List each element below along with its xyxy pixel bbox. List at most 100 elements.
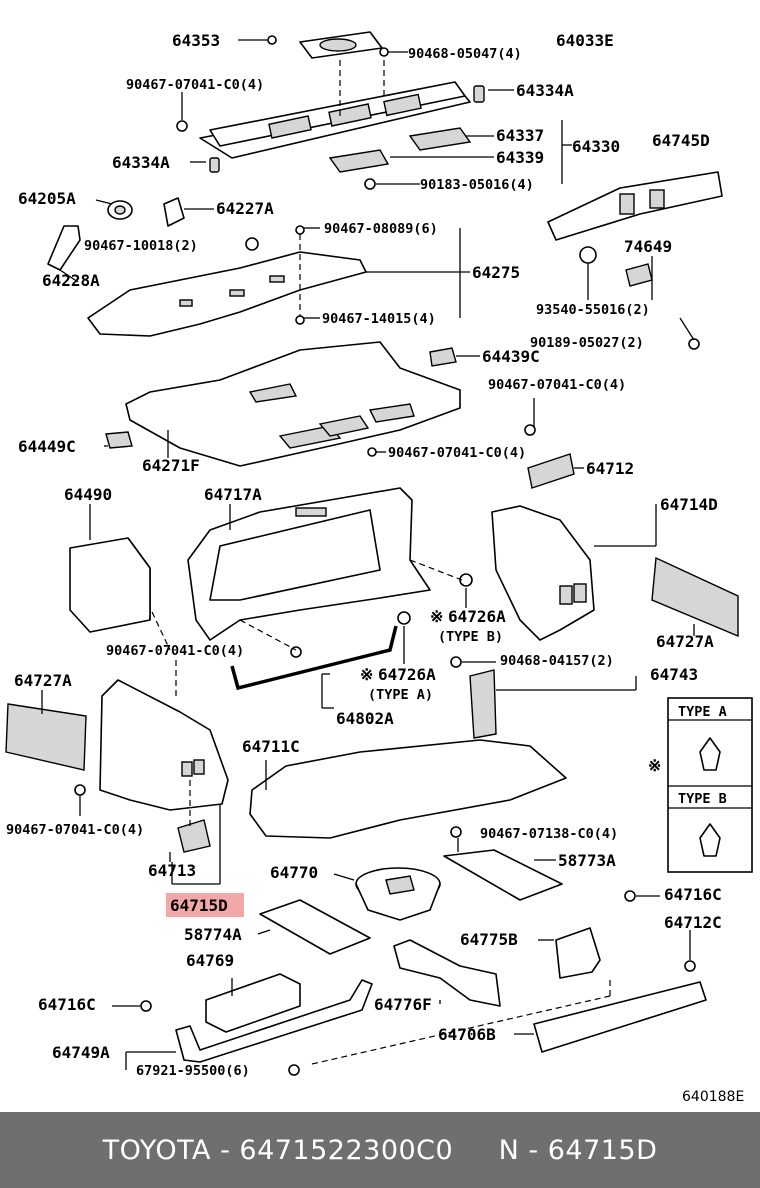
- package-tray-trim[interactable]: [199, 81, 471, 159]
- label-64775b[interactable]: 64775B: [460, 930, 518, 949]
- label-64770[interactable]: 64770: [270, 863, 318, 882]
- label-64449c[interactable]: 64449C: [18, 437, 76, 456]
- tray-cover-64033e[interactable]: [299, 31, 383, 59]
- scuff-plate-64706b[interactable]: [533, 890, 707, 1053]
- type-legend: [667, 697, 753, 873]
- luggage-mat-64711c[interactable]: [249, 739, 567, 839]
- label-64712c[interactable]: 64712C: [664, 913, 722, 932]
- tray-pad-64337[interactable]: [408, 127, 472, 151]
- footer-part-info: TOYOTA - 6471522300C0 N - 64715D: [102, 1134, 658, 1166]
- label-90467-07041-b[interactable]: 90467-07041-C0(4): [388, 445, 526, 461]
- back-door-trim-64745d[interactable]: [547, 171, 723, 241]
- label-64706b[interactable]: 64706B: [438, 1025, 496, 1044]
- leader-lines-bottom: [112, 873, 691, 1070]
- sheet-58774a[interactable]: [259, 899, 371, 955]
- label-64716c-left[interactable]: 64716C: [38, 995, 96, 1014]
- label-90467-07138[interactable]: 90467-07138-C0(4): [480, 826, 618, 842]
- label-64271f[interactable]: 64271F: [142, 456, 200, 475]
- label-58774a[interactable]: 58774A: [184, 925, 242, 944]
- label-64714d[interactable]: 64714D: [660, 495, 718, 514]
- label-90467-10018[interactable]: 90467-10018(2): [84, 238, 198, 254]
- leader-lines-left-quarter: [41, 660, 221, 885]
- floor-mat-64271f[interactable]: [105, 341, 461, 467]
- label-58773a[interactable]: 58773A: [558, 851, 616, 870]
- label-90468-04157[interactable]: 90468-04157(2): [500, 653, 614, 669]
- label-64749a[interactable]: 64749A: [52, 1043, 110, 1062]
- label-93540-55016[interactable]: 93540-55016(2): [536, 302, 650, 318]
- trim-64712[interactable]: [524, 424, 575, 489]
- leader-lines-upper-mid: [59, 199, 695, 341]
- clips-64726a[interactable]: [290, 573, 473, 668]
- label-90467-07041-d[interactable]: 90467-07041-C0(4): [6, 822, 144, 838]
- label-64712[interactable]: 64712: [586, 459, 634, 478]
- rod-64802a[interactable]: [230, 625, 398, 691]
- label-90468-05047[interactable]: 90468-05047(4): [408, 46, 522, 62]
- label-64339[interactable]: 64339: [496, 148, 544, 167]
- label-64776f[interactable]: 64776F: [374, 995, 432, 1014]
- label-64769[interactable]: 64769: [186, 951, 234, 970]
- label-64711c[interactable]: 64711C: [242, 737, 300, 756]
- trim-64743[interactable]: [469, 669, 497, 739]
- label-64334a-left[interactable]: 64334A: [112, 153, 170, 172]
- box-64490[interactable]: [69, 537, 151, 633]
- label-64490[interactable]: 64490: [64, 485, 112, 504]
- label-67921-95500[interactable]: 67921-95500(6): [136, 1063, 250, 1079]
- fastener-74649[interactable]: [579, 246, 700, 350]
- label-64353[interactable]: 64353: [172, 31, 220, 50]
- label-64802a[interactable]: 64802A: [336, 709, 394, 728]
- label-90467-08089[interactable]: 90467-08089(6): [324, 221, 438, 237]
- label-90467-07041-top[interactable]: 90467-07041-C0(4): [126, 77, 264, 93]
- label-64439c[interactable]: 64439C: [482, 347, 540, 366]
- footer-bar: TOYOTA - 6471522300C0 N - 64715D: [0, 1112, 760, 1188]
- quarter-trim-64715d[interactable]: [74, 679, 229, 811]
- leader-lines-mat: [265, 760, 556, 861]
- plate-64749a[interactable]: [140, 979, 373, 1076]
- bracket-64228a[interactable]: [47, 225, 259, 271]
- label-90467-14015[interactable]: 90467-14015(4): [322, 311, 436, 327]
- tray-pad-64339[interactable]: [328, 149, 390, 173]
- label-64033e[interactable]: 64033E: [556, 31, 614, 50]
- bracket-64713[interactable]: [177, 819, 211, 853]
- bracket-64227a[interactable]: [163, 197, 185, 227]
- label-64726a-b[interactable]: 64726A: [448, 607, 506, 626]
- label-64330[interactable]: 64330: [572, 137, 620, 156]
- label-64275[interactable]: 64275: [472, 263, 520, 282]
- support-64776f[interactable]: [393, 939, 501, 1007]
- legend-type-b: TYPE B: [678, 791, 727, 807]
- side-trim-64717a[interactable]: [187, 487, 431, 641]
- box-64775b[interactable]: [555, 927, 601, 979]
- clip-64334a[interactable]: [209, 85, 485, 173]
- label-64334a-top[interactable]: 64334A: [516, 81, 574, 100]
- clip-icons-top: [176, 35, 389, 190]
- label-64713[interactable]: 64713: [148, 861, 196, 880]
- leader-lines-mid: [89, 504, 637, 709]
- parts-diagram: 64353 64033E 90468-05047(4) 90467-07041-…: [5, 31, 753, 1105]
- label-64717a[interactable]: 64717A: [204, 485, 262, 504]
- sheet-58773a[interactable]: [443, 826, 563, 901]
- label-90189-05027[interactable]: 90189-05027(2): [530, 335, 644, 351]
- label-74649[interactable]: 74649: [624, 237, 672, 256]
- label-64228a[interactable]: 64228A: [42, 271, 100, 290]
- cushion-64205a[interactable]: [107, 200, 133, 220]
- block-64769[interactable]: [205, 973, 301, 1033]
- label-90467-07041-c[interactable]: 90467-07041-C0(4): [106, 643, 244, 659]
- leader-lines-top: [181, 39, 572, 185]
- spare-tray-64770[interactable]: [355, 867, 441, 921]
- label-64745d[interactable]: 64745D: [652, 131, 710, 150]
- legend-star: ※: [648, 756, 661, 775]
- label-64227a[interactable]: 64227A: [216, 199, 274, 218]
- deck-board-64275[interactable]: [87, 225, 367, 337]
- insulator-64727a-left[interactable]: [5, 703, 87, 771]
- label-64205a[interactable]: 64205A: [18, 189, 76, 208]
- label-64727a-right[interactable]: 64727A: [656, 632, 714, 651]
- label-90183-05016[interactable]: 90183-05016(4): [420, 177, 534, 193]
- quarter-trim-64714d[interactable]: [491, 505, 739, 641]
- label-64743[interactable]: 64743: [650, 665, 698, 684]
- label-type-b-note: (TYPE B): [438, 629, 503, 645]
- label-90467-07041-mid[interactable]: 90467-07041-C0(4): [488, 377, 626, 393]
- label-64337[interactable]: 64337: [496, 126, 544, 145]
- label-64716c-right[interactable]: 64716C: [664, 885, 722, 904]
- label-64726a-a[interactable]: 64726A: [378, 665, 436, 684]
- label-64727a-left[interactable]: 64727A: [14, 671, 72, 690]
- label-64715d[interactable]: 64715D: [170, 896, 228, 915]
